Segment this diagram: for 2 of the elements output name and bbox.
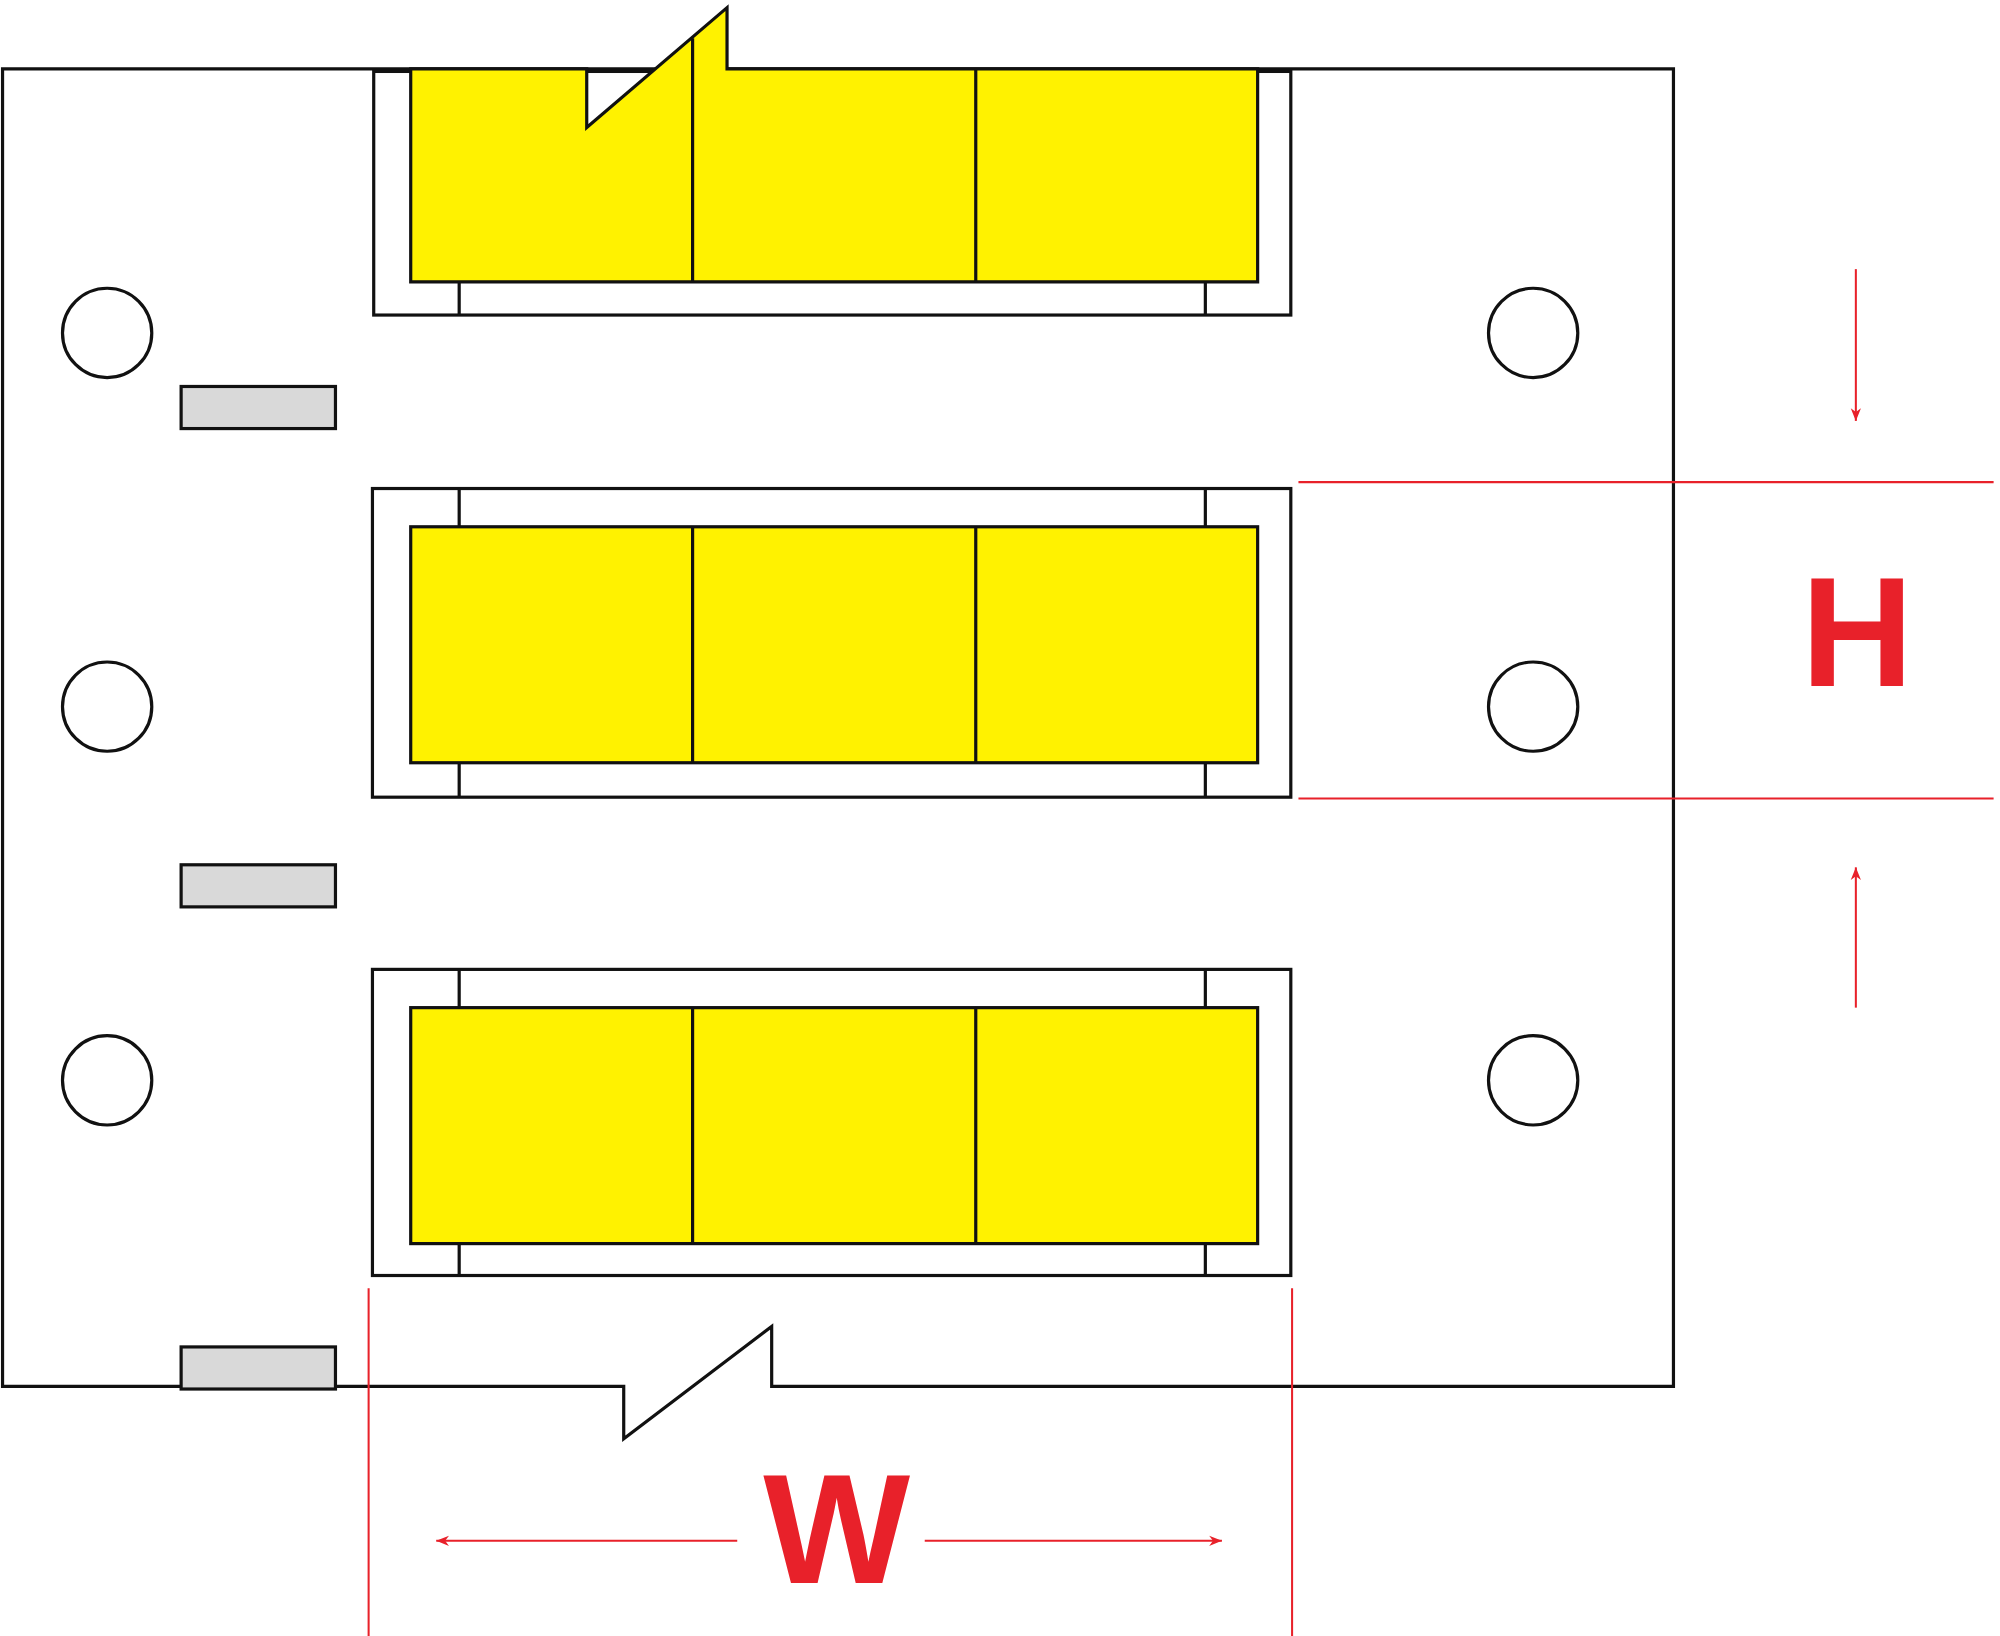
dimension-label: H [1800,554,1914,711]
dimension-label: W [763,1451,911,1608]
